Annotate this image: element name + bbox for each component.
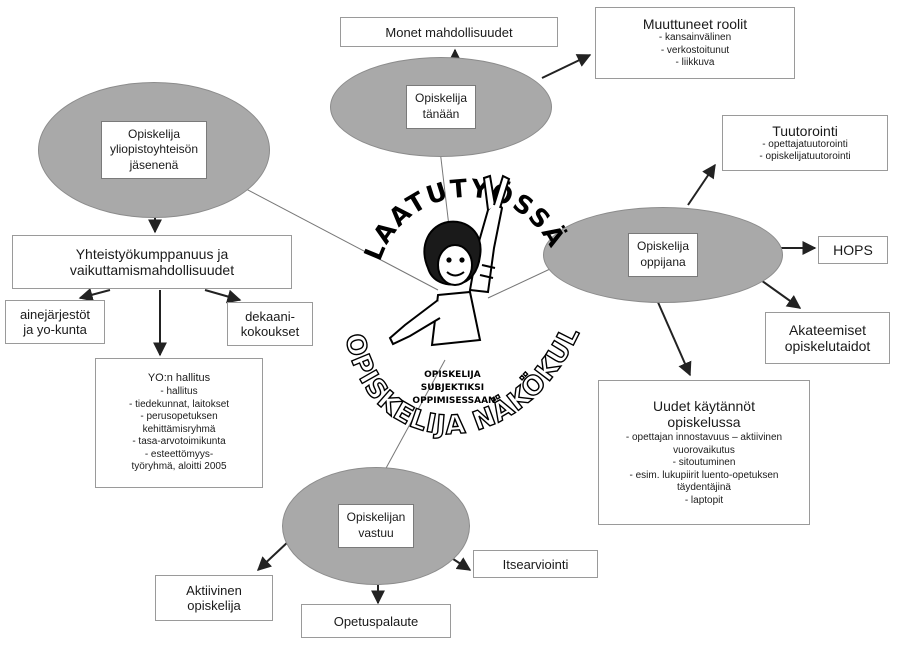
box-item: - perusopetuksen (140, 411, 218, 423)
box-item: YO:n hallitus (147, 372, 211, 385)
box-line: Aktiivinen (186, 583, 242, 598)
box-item: - laptopit (684, 494, 724, 506)
box-teaching-feedback: Opetuspalaute (301, 604, 451, 638)
box-item: - opettajan innostavuus – aktiivinen (625, 432, 783, 443)
box-title: Uudet käytännöt (653, 398, 755, 414)
box-academic-study-skills: Akateemiset opiskelutaidot (765, 312, 890, 364)
ellipse-label-today: Opiskelija tänään (405, 85, 477, 129)
ellipse-line: yliopistoyhteisön (109, 142, 199, 157)
box-line: Yhteistyökumppanuus ja (75, 246, 229, 262)
ellipse-line: jäsenenä (129, 157, 179, 172)
box-line: vaikuttamismahdollisuudet (69, 262, 235, 278)
box-new-practices: Uudet käytännöt opiskelussa - opettajan … (598, 380, 810, 525)
student-cartoon-icon (388, 174, 511, 347)
box-active-student: Aktiivinen opiskelija (155, 575, 273, 621)
ellipse-student-today: Opiskelija tänään (330, 57, 552, 157)
box-line: opiskelija (187, 598, 241, 613)
ellipse-line: Opiskelija (636, 239, 690, 254)
box-many-opportunities: Monet mahdollisuudet (340, 17, 558, 47)
box-item: työryhmä, aloitti 2005 (131, 461, 227, 473)
box-item: - opettajatuutorointi (762, 138, 848, 150)
box-item: täydentäjinä (677, 482, 731, 493)
box-line: ainejärjestöt (19, 307, 91, 322)
ellipse-label-community: Opiskelija yliopistoyhteisön jäsenenä (100, 120, 208, 180)
box-item: - sitoutuminen (672, 457, 736, 468)
box-student-organizations: ainejärjestöt ja yo-kunta (5, 300, 105, 344)
box-item: - hallitus (160, 386, 198, 398)
box-line: dekaani- (245, 309, 295, 324)
box-title: opiskelussa (667, 414, 741, 430)
box-line: kokoukset (240, 324, 300, 339)
ellipse-line: oppijana (640, 255, 686, 269)
box-item: - tasa-arvotoimikunta (132, 436, 226, 448)
box-item: - liikkuva (675, 57, 715, 69)
box-tutoring: Tuutorointi - opettajatuutorointi - opis… (722, 115, 888, 171)
ellipse-line: Opiskelijan (346, 510, 406, 525)
box-item: - tiedekunnat, laitokset (128, 398, 230, 410)
ellipse-line: Opiskelija (127, 126, 181, 141)
box-item: kehittämisryhmä (142, 423, 216, 435)
box-cooperation: Yhteistyökumppanuus ja vaikuttamismahdol… (12, 235, 292, 289)
box-text: Itsearviointi (502, 556, 569, 572)
box-self-assessment: Itsearviointi (473, 550, 598, 578)
box-dean-meetings: dekaani- kokoukset (227, 302, 313, 346)
ellipse-line: vastuu (358, 526, 394, 540)
box-item: - opiskelijatuutorointi (759, 151, 851, 162)
ellipse-student-responsibility: Opiskelijan vastuu (282, 467, 470, 585)
box-item: - verkostoitunut (660, 44, 730, 56)
box-item: - kansainvälinen (658, 32, 732, 44)
box-line: Akateemiset (788, 322, 867, 338)
box-title: Muuttuneet roolit (642, 16, 748, 33)
box-item: vuorovaikutus (673, 444, 735, 456)
box-title: Tuutorointi (772, 122, 838, 139)
box-text: HOPS (833, 242, 873, 258)
box-text: Opetuspalaute (333, 613, 419, 629)
box-student-union-board: YO:n hallitus - hallitus - tiedekunnat, … (95, 358, 263, 488)
box-line: opiskelutaidot (784, 338, 871, 354)
center-caption: OPISKELIJA SUBJEKTIKSI OPPIMISESSAAN (412, 370, 495, 406)
ellipse-student-learner: Opiskelija oppijana (543, 207, 783, 303)
ellipse-line: Opiskelija (414, 91, 468, 106)
ellipse-label-learner: Opiskelija oppijana (627, 233, 699, 277)
box-line: ja yo-kunta (23, 322, 87, 337)
ellipse-line: tänään (422, 107, 460, 121)
box-item: - esteettömyys- (144, 448, 214, 460)
box-changed-roles: Muuttuneet roolit - kansainvälinen - ver… (595, 7, 795, 79)
ellipse-label-responsibility: Opiskelijan vastuu (337, 504, 415, 548)
box-hops: HOPS (818, 236, 888, 264)
box-text: Monet mahdollisuudet (385, 24, 513, 40)
ellipse-student-community-member: Opiskelija yliopistoyhteisön jäsenenä (38, 82, 270, 218)
box-item: - esim. lukupiirit luento-opetuksen (629, 469, 779, 481)
